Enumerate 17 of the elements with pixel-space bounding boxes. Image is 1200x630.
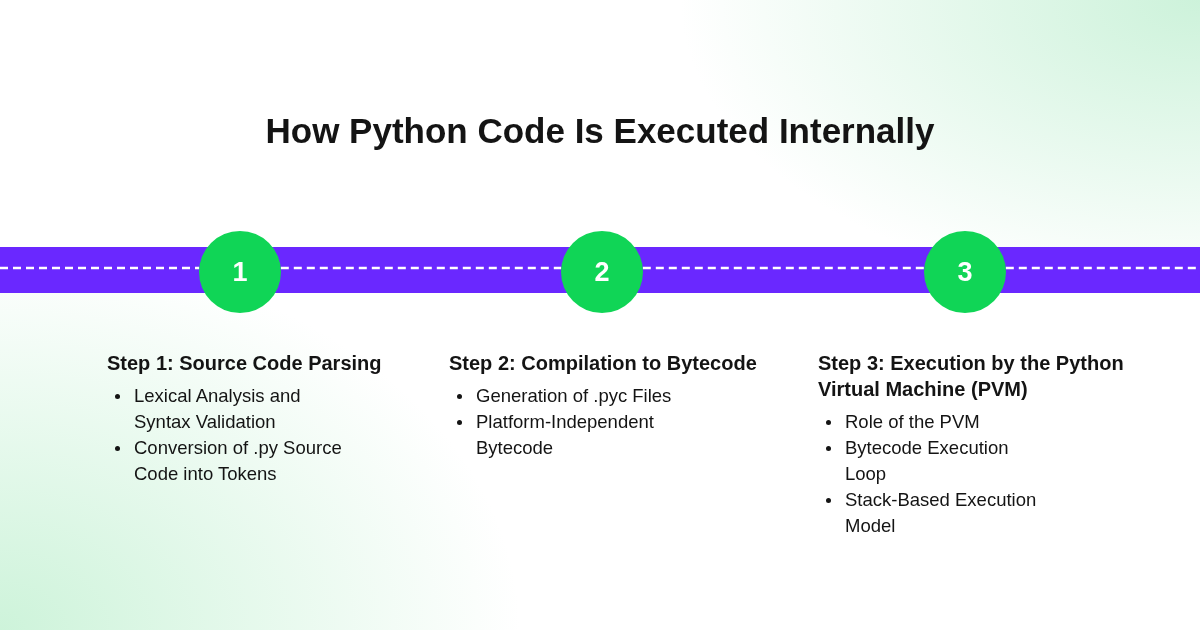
step-heading: Step 2: Compilation to Bytecode	[449, 351, 758, 376]
step-number: 1	[232, 257, 248, 287]
bullet-text: Role of the PVM	[845, 410, 981, 434]
step-number: 2	[594, 257, 610, 287]
bullet-text: Conversion of .py Source Code into Tokens	[134, 436, 343, 486]
step-heading: Step 3: Execution by the Python Virtual Machine (PVM)	[818, 351, 1125, 402]
bullet-text: Bytecode Execution Loop	[845, 436, 1010, 486]
step-heading: Step 1: Source Code Parsing	[107, 351, 383, 376]
bullet-text: Stack-Based Execution Model	[845, 488, 1038, 538]
dashed-connector	[642, 266, 925, 270]
step-number: 3	[957, 257, 973, 287]
bullet-text: Generation of .pyc Files	[476, 384, 673, 408]
dashed-connector	[280, 266, 562, 270]
bullet-text: Platform-Independent Bytecode	[476, 410, 655, 460]
title-heading: How Python Code Is Executed Internally	[265, 110, 935, 152]
dashed-connector	[0, 266, 200, 270]
bullet-text: Lexical Analysis and Syntax Validation	[134, 384, 302, 434]
